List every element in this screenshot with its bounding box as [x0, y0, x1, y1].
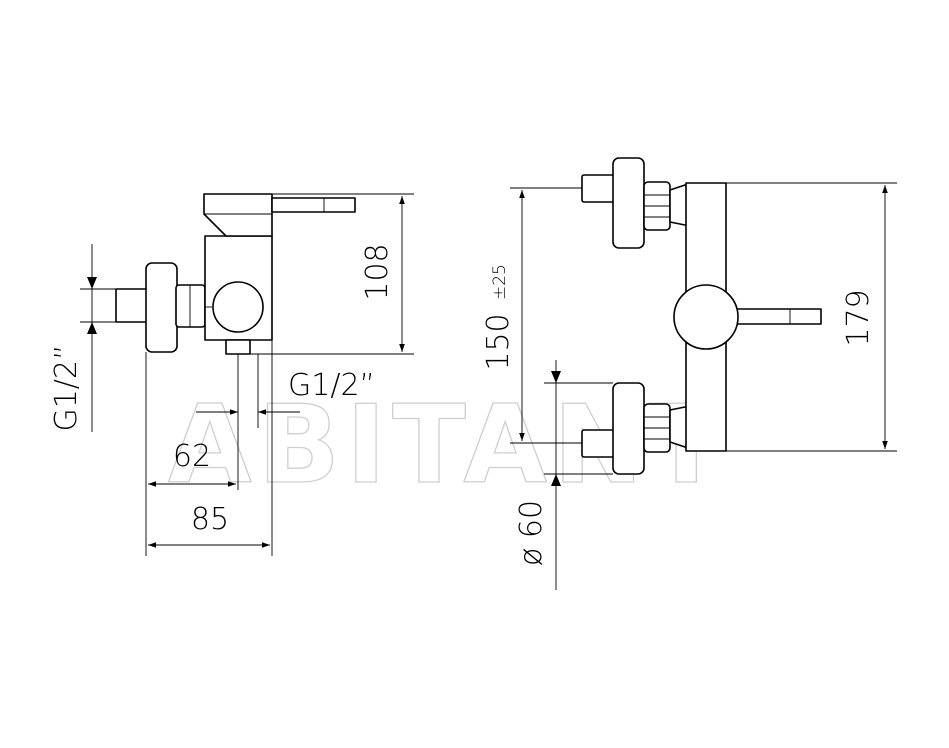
dim-85-label: 85 [191, 502, 229, 537]
connector-nut [175, 284, 206, 328]
dim-inlet-thread-label: G1/2” [49, 344, 84, 431]
upper-inlet-nipple [581, 174, 615, 203]
dim-outlet-thread-label: G1/2” [288, 368, 375, 403]
front-view: 179 150 ±25 ø 60 [481, 157, 897, 590]
outlet-nipple [225, 339, 251, 355]
lower-inlet-nipple [581, 429, 615, 458]
mixer-knob-front [673, 284, 739, 350]
dim-150-tolerance: ±25 [490, 264, 510, 300]
dim-150-label: 150 [481, 313, 516, 370]
upper-flange [612, 157, 645, 249]
lower-flange [612, 382, 645, 475]
wall-flange [145, 262, 178, 353]
lever-arm-front [734, 308, 822, 325]
dim-179-label: 179 [841, 289, 876, 346]
side-view: 108 G1/2” G1/2” 62 85 [49, 193, 414, 556]
dim-diameter-label: ø 60 [514, 500, 549, 566]
mixer-knob [212, 281, 264, 333]
lever-base [203, 193, 273, 237]
inlet-nipple [115, 288, 148, 323]
lever-arm [271, 197, 356, 213]
dim-62-label: 62 [173, 439, 211, 474]
dim-108-label: 108 [360, 243, 395, 300]
